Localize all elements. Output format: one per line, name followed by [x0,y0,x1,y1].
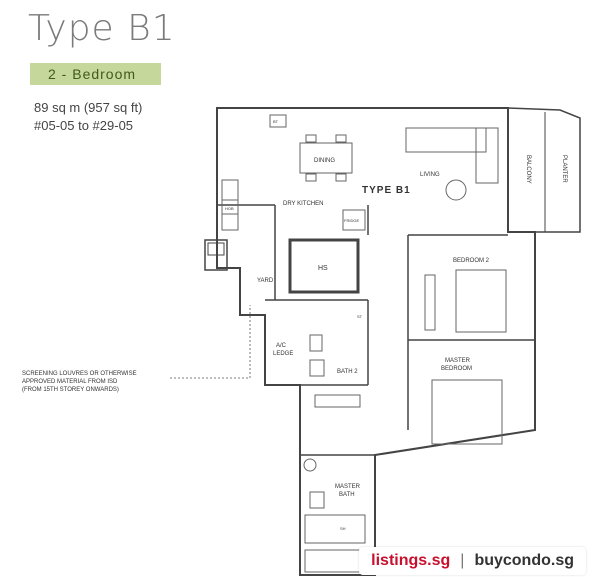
label-master-bedroom-2: BEDROOM [441,366,472,372]
watermark-separator: | [460,552,465,569]
label-sh: SH [340,526,346,531]
unit-type-title: Type B1 [28,8,176,49]
outer-wall [216,107,536,576]
label-bath2: BATH 2 [337,369,358,375]
label-master-bath-2: BATH [339,492,355,498]
unit-area: 89 sq m (957 sq ft) [34,100,143,115]
watermark: listings.sg | buycondo.sg [359,547,586,575]
label-ac-ledge-2: LEDGE [273,351,293,357]
label-living: LIVING [420,172,440,178]
label-fridge: FRIDGE [344,218,359,223]
label-bt: BT [273,119,279,124]
label-planter: PLANTER [561,155,567,183]
master-bed [431,379,503,445]
label-ac-ledge-1: A/C [276,343,287,349]
label-hob: HOB [225,206,234,211]
sofa [405,127,487,153]
label-master-bedroom-1: MASTER [445,358,471,364]
dining-table [299,142,353,174]
label-hs: HS [318,265,328,272]
type-label: TYPE B1 [362,185,411,196]
label-yard: YARD [257,278,274,284]
household-shelter [288,238,360,294]
label-dining: DINING [314,158,335,164]
balcony-outline [507,107,581,233]
watermark-listings: listings.sg [371,552,451,569]
label-balcony: BALCONY [525,155,531,184]
louvre-leader [170,305,251,379]
louvre-note: SCREENING LOUVRES OR OTHERWISE APPROVED … [22,371,137,393]
label-dry-kitchen: DRY KITCHEN [283,201,323,207]
bedroom-badge: 2 - Bedroom [30,63,161,85]
watermark-buycondo: buycondo.sg [474,552,574,569]
unit-range: #05-05 to #29-05 [34,118,134,133]
label-master-bath-1: MASTER [335,484,361,490]
label-st: ST [357,314,363,319]
label-bedroom2: BEDROOM 2 [453,258,490,264]
coffee-table [445,179,467,201]
bed-2 [455,269,507,333]
